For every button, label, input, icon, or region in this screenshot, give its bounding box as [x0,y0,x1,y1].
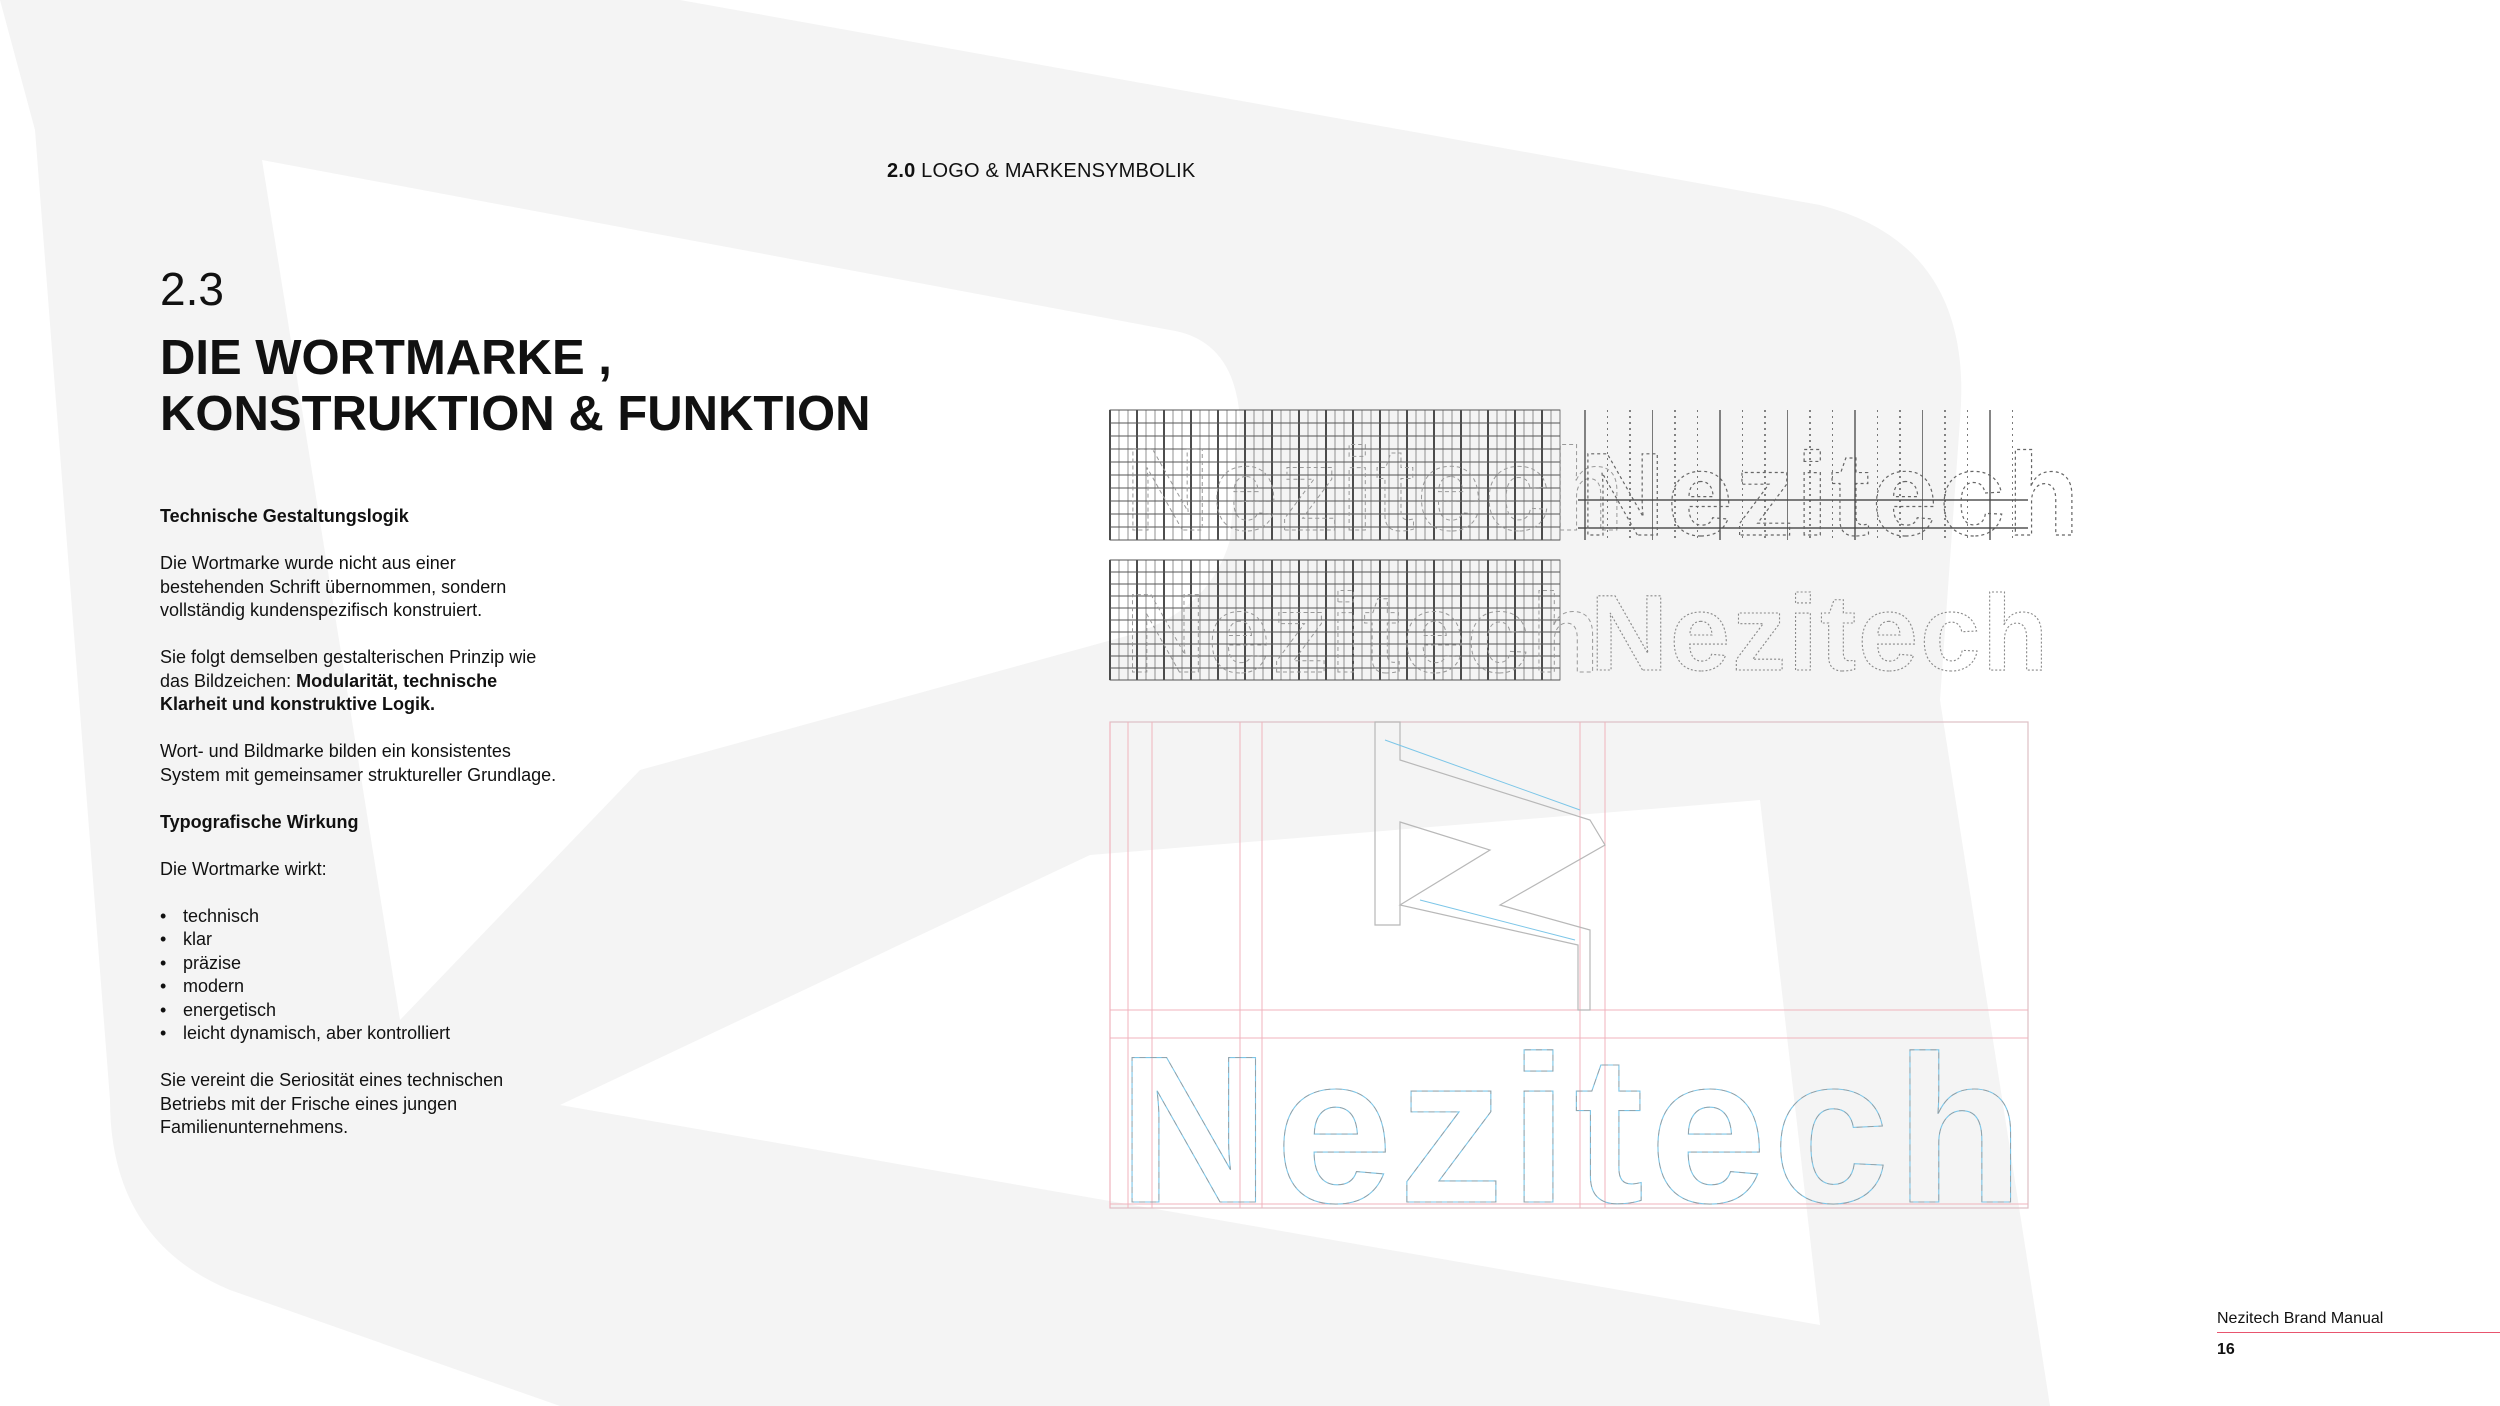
section-number: 2.3 [160,263,224,315]
body-paragraph-1: Die Wortmarke wurde nicht aus einer best… [160,553,507,620]
page-number: 16 [2217,1341,2235,1358]
dense-grid-construction-1: Nezitech [1109,409,1626,557]
body-paragraph-4: Die Wortmarke wirkt: [160,858,327,879]
logo-mark-guide [1384,739,1581,941]
list-item: präzise [160,952,560,976]
page-footer: Nezitech Brand Manual 16 [2217,1310,2500,1359]
wordmark-outline-text: Nezitech [1118,1012,2030,1247]
wordmark-outline-text: Nezitech [1118,1012,2030,1247]
page-title-line-1: DIE WORTMARKE , [160,331,612,385]
footer-title: Nezitech Brand Manual [2217,1310,2500,1333]
body-paragraph-3: Wort- und Bildmarke bilden ein konsisten… [160,741,557,785]
section-header-number: 2.0 [887,160,916,182]
section-header: 2.0 LOGO & MARKENSYMBOLIK [887,160,1195,183]
list-item: technisch [160,905,560,929]
wordmark-outline-text: Nezitech [1125,571,1602,696]
list-item: energetisch [160,999,560,1023]
wordmark-outline-text: Nezitech [1125,424,1626,556]
section-header-title: LOGO & MARKENSYMBOLIK [921,160,1196,182]
wordmark-outline-construction: Nezitech [1589,571,2050,693]
dense-grid-construction-2: Nezitech [1109,559,1602,697]
page-title-line-2: KONSTRUKTION & FUNKTION [160,387,871,441]
body-text: Technische Gestaltungslogik Die Wortmark… [160,505,560,1163]
body-paragraph-2-emphasis: Modularität, technische Klarheit und kon… [160,670,498,715]
body-paragraph-5: Sie vereint die Seriosität eines technis… [160,1070,504,1137]
list-item: leicht dynamisch, aber kontrolliert [160,1022,560,1046]
logo-mark-outline [1374,721,1606,1011]
dotted-guides-construction: Nezitech [1578,410,2081,562]
list-item: modern [160,975,560,999]
effect-list: technisch klar präzise modern energetisc… [160,905,560,1046]
page-title: DIE WORTMARKE , KONSTRUKTION & FUNKTION [160,330,870,442]
body-paragraph-2: Sie folgt demselben gestalterischen Prin… [160,646,560,717]
body-heading-design-logic: Technische Gestaltungslogik [160,506,409,526]
body-paragraph-2-lead: Sie folgt demselben gestalterischen Prin… [160,647,537,691]
wordmark-outline-text: Nezitech [1580,429,2081,561]
wordmark-outline-text: Nezitech [1590,572,2050,693]
list-item: klar [160,928,560,952]
body-heading-typographic-effect: Typografische Wirkung [160,811,359,832]
logo-mark-path [1374,721,1606,1011]
